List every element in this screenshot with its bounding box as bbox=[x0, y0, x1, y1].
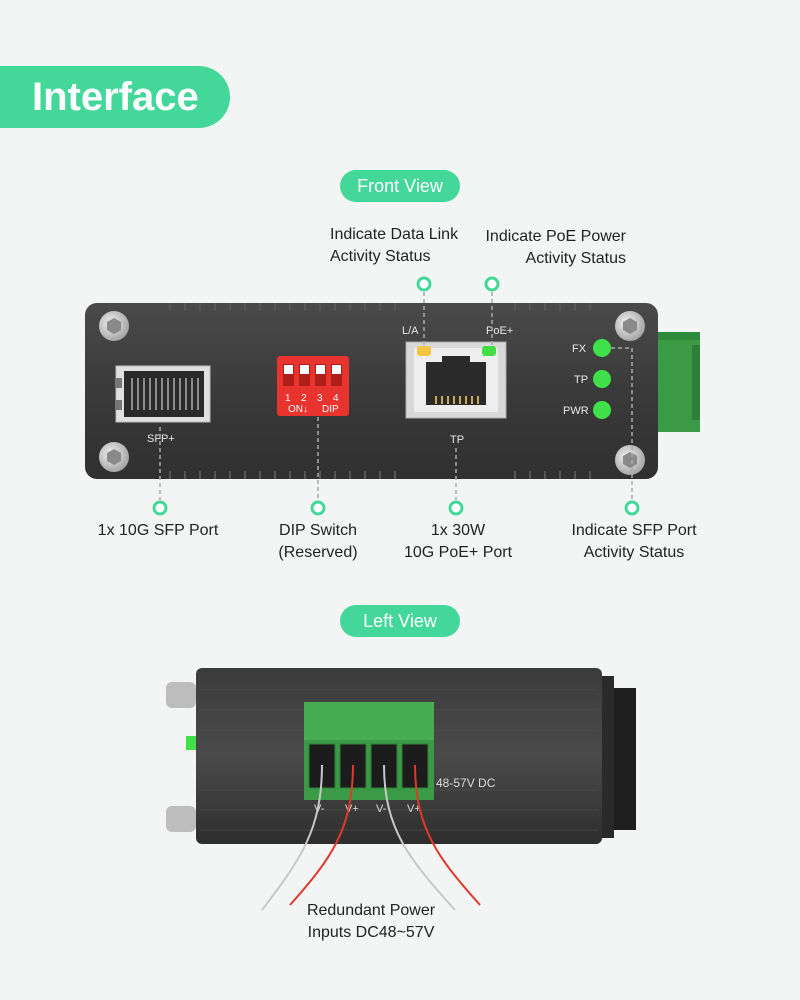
rj45-poe-port[interactable] bbox=[405, 341, 507, 419]
screw-icon bbox=[615, 445, 645, 475]
front-panel bbox=[85, 303, 658, 479]
dip-label: DIP bbox=[322, 404, 339, 415]
la-label: L/A bbox=[402, 325, 419, 337]
power-input-callout: Redundant Power Inputs DC48~57V bbox=[296, 900, 446, 944]
dip-number-3: 3 bbox=[317, 393, 323, 404]
callout-line: Activity Status bbox=[583, 544, 685, 561]
link-led bbox=[417, 346, 431, 356]
dip-number-4: 4 bbox=[333, 393, 339, 404]
front-view-badge: Front View bbox=[340, 170, 460, 202]
sfp-port-label: SFP+ bbox=[147, 433, 175, 445]
callout-line: 10G PoE+ Port bbox=[403, 544, 513, 561]
terminal-4-label: V+ bbox=[407, 803, 421, 815]
dip-number-1: 1 bbox=[285, 393, 291, 404]
poe-port-callout: 1x 30W 10G PoE+ Port bbox=[392, 520, 524, 564]
vent-fins bbox=[169, 303, 591, 479]
screw-icon bbox=[166, 682, 196, 832]
page-title: Interface bbox=[0, 66, 230, 128]
dip-number-2: 2 bbox=[301, 393, 307, 404]
dip-switch[interactable] bbox=[277, 356, 349, 416]
callout-dots bbox=[152, 276, 640, 516]
tp-led bbox=[593, 370, 611, 388]
callout-line: 1x 30W bbox=[430, 522, 486, 539]
callout-line: 1x 10G SFP Port bbox=[97, 522, 219, 539]
poe-power-callout: Indicate PoE Power Activity Status bbox=[470, 226, 626, 270]
pwr-led bbox=[593, 401, 611, 419]
tp-led-label: TP bbox=[574, 374, 588, 386]
left-view-badge: Left View bbox=[340, 605, 460, 637]
screw-icon bbox=[99, 311, 129, 341]
callout-line: Activity Status bbox=[525, 250, 626, 267]
callout-line: DIP Switch bbox=[279, 522, 357, 539]
fx-led-label: FX bbox=[572, 343, 587, 355]
data-link-callout: Indicate Data Link Activity Status bbox=[330, 224, 458, 268]
poe-label: PoE+ bbox=[486, 325, 513, 337]
sfp-port[interactable] bbox=[115, 365, 211, 423]
power-wires bbox=[261, 764, 481, 911]
callout-line: Indicate Data Link bbox=[330, 226, 459, 243]
screw-icon bbox=[99, 442, 129, 472]
callout-line: Indicate SFP Port bbox=[571, 522, 697, 539]
screw-icon bbox=[615, 311, 645, 341]
terminal-3-label: V- bbox=[376, 803, 387, 815]
dip-on-label: ON↓ bbox=[288, 404, 308, 415]
callout-lines bbox=[159, 292, 633, 500]
sfp-activity-callout: Indicate SFP Port Activity Status bbox=[560, 520, 708, 564]
pwr-led-label: PWR bbox=[563, 405, 589, 417]
callout-line: Inputs DC48~57V bbox=[307, 924, 435, 941]
callout-line: Redundant Power bbox=[306, 902, 436, 919]
callout-line: Indicate PoE Power bbox=[485, 228, 626, 245]
callout-line: Activity Status bbox=[330, 248, 431, 265]
terminal-1-label: V- bbox=[314, 803, 325, 815]
fx-led bbox=[593, 339, 611, 357]
dip-switch-callout: DIP Switch (Reserved) bbox=[256, 520, 380, 564]
tp-port-label: TP bbox=[450, 434, 464, 446]
poe-led bbox=[482, 346, 496, 356]
power-terminal-block[interactable] bbox=[304, 702, 434, 800]
voltage-label: 48-57V DC bbox=[436, 776, 496, 790]
callout-line: (Reserved) bbox=[278, 544, 358, 561]
side-terminal-block bbox=[654, 332, 700, 432]
sfp-port-callout: 1x 10G SFP Port bbox=[88, 520, 228, 542]
